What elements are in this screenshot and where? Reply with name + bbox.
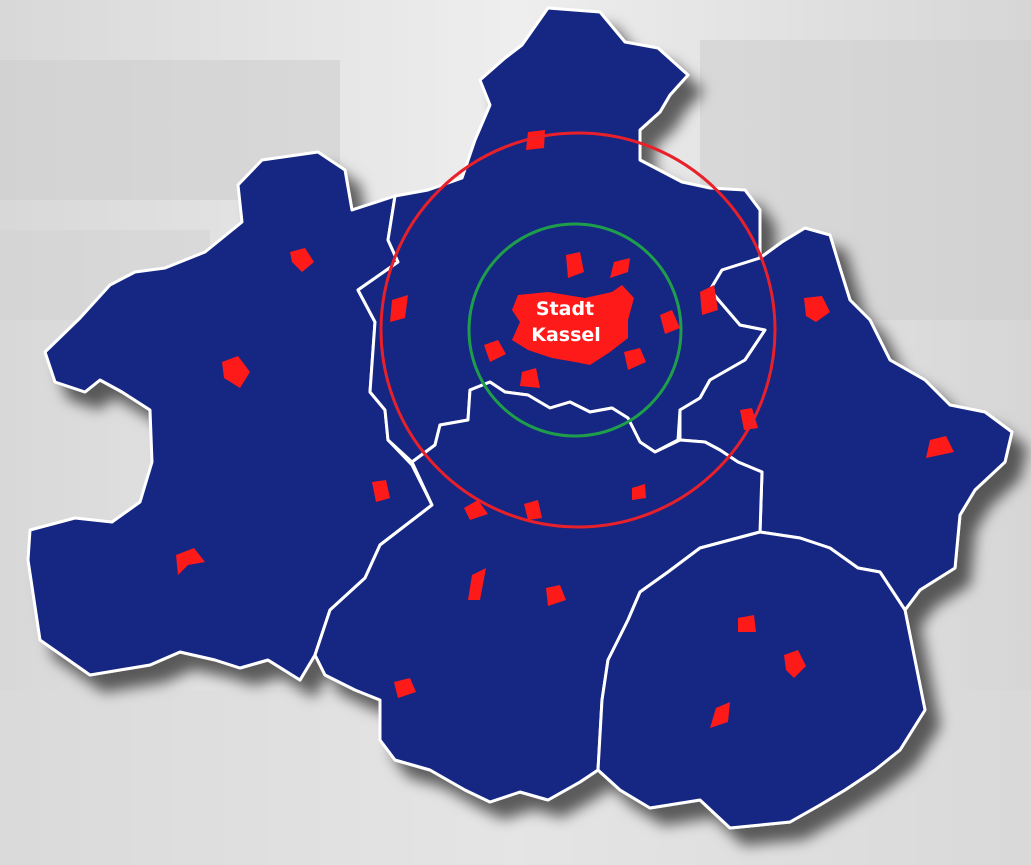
town-marker[interactable]	[660, 310, 680, 334]
town-marker[interactable]	[632, 484, 646, 500]
town-marker[interactable]	[624, 348, 646, 370]
town-marker[interactable]	[176, 548, 205, 575]
town-marker[interactable]	[710, 702, 730, 728]
town-marker[interactable]	[372, 480, 390, 502]
city-label-line2: Kassel	[531, 324, 601, 346]
region-south-east[interactable]	[596, 530, 927, 830]
town-marker[interactable]	[804, 296, 830, 322]
town-marker[interactable]	[526, 130, 545, 150]
outer-ring	[379, 131, 777, 529]
town-marker[interactable]	[394, 678, 416, 698]
town-marker[interactable]	[484, 340, 506, 362]
inner-ring	[467, 222, 683, 438]
town-marker[interactable]	[926, 436, 954, 458]
kassel-city-area[interactable]	[512, 285, 634, 365]
town-markers	[176, 130, 954, 728]
city-label-line1: Stadt	[536, 298, 594, 320]
town-marker[interactable]	[390, 295, 408, 322]
town-marker[interactable]	[700, 285, 718, 315]
town-marker[interactable]	[464, 500, 488, 520]
town-marker[interactable]	[290, 248, 314, 272]
town-marker[interactable]	[740, 408, 758, 430]
town-marker[interactable]	[738, 615, 756, 632]
town-marker[interactable]	[546, 585, 566, 606]
town-marker[interactable]	[468, 568, 486, 600]
town-marker[interactable]	[784, 650, 806, 678]
town-marker[interactable]	[524, 500, 542, 520]
town-marker[interactable]	[222, 356, 250, 388]
town-marker[interactable]	[610, 258, 630, 278]
town-marker[interactable]	[520, 368, 540, 388]
town-marker[interactable]	[566, 252, 584, 278]
district-regions	[26, 6, 1014, 830]
